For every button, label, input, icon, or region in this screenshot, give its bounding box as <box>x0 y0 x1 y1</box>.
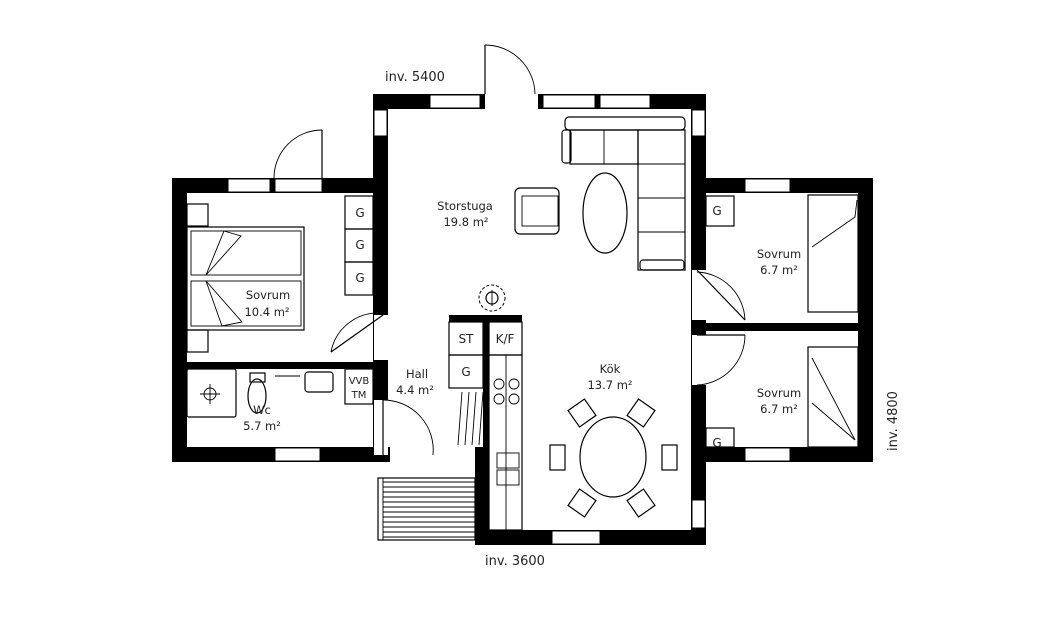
dimension-right: inv. 4800 <box>886 391 901 451</box>
fireplace-icon <box>478 284 506 312</box>
room-area-storstuga: 19.8 m² <box>443 215 488 229</box>
wardrobes: G G G G G <box>344 195 735 450</box>
room-name-sovrum-right-bottom: Sovrum <box>757 386 801 400</box>
hanger-line <box>478 391 484 446</box>
room-area-sovrum-right-bottom: 6.7 m² <box>760 402 798 416</box>
room-name-wc: Wc <box>253 403 271 417</box>
armchair <box>514 187 560 235</box>
room-area-hall: 4.4 m² <box>396 383 434 397</box>
room-area-wc: 5.7 m² <box>243 419 281 433</box>
dining-table <box>579 416 647 498</box>
wardrobe-label: G <box>355 271 364 285</box>
wardrobe-label: G <box>461 365 470 379</box>
wardrobe-label: G <box>712 204 721 218</box>
dimension-bottom: inv. 3600 <box>485 554 545 569</box>
room-area-sovrum-large: 10.4 m² <box>244 305 289 319</box>
stove-cabinet-label: ST <box>459 332 475 346</box>
dimension-top: inv. 5400 <box>385 70 445 85</box>
dryer-label: TM <box>351 390 367 401</box>
room-area-sovrum-right-top: 6.7 m² <box>760 263 798 277</box>
bathroom-fixtures: VVB TM <box>186 368 374 418</box>
room-area-kok: 13.7 m² <box>587 378 632 392</box>
hanger-line <box>464 391 470 446</box>
entrance-steps <box>377 477 476 541</box>
room-name-sovrum-right-top: Sovrum <box>757 247 801 261</box>
hanger-line <box>457 391 463 446</box>
coffee-table <box>582 172 628 254</box>
beds <box>186 194 859 448</box>
wardrobe-label: G <box>712 436 721 450</box>
room-name-storstuga: Storstuga <box>437 199 493 213</box>
doors <box>273 44 746 456</box>
fridge-freezer-label: K/F <box>496 332 515 346</box>
wardrobe-label: G <box>355 206 364 220</box>
water-heater-label: VVB <box>349 376 370 387</box>
windows <box>227 94 791 545</box>
hanger-line <box>471 391 477 446</box>
room-labels: Storstuga 19.8 m² Sovrum 10.4 m² Sovrum … <box>243 199 801 433</box>
room-name-kok: Kök <box>600 362 621 376</box>
room-name-hall: Hall <box>406 367 428 381</box>
room-name-sovrum-large: Sovrum <box>246 288 290 302</box>
sofa <box>561 116 686 271</box>
kitchen-units: ST K/F G <box>448 321 523 531</box>
wardrobe-label: G <box>355 238 364 252</box>
dining-set <box>549 398 678 518</box>
